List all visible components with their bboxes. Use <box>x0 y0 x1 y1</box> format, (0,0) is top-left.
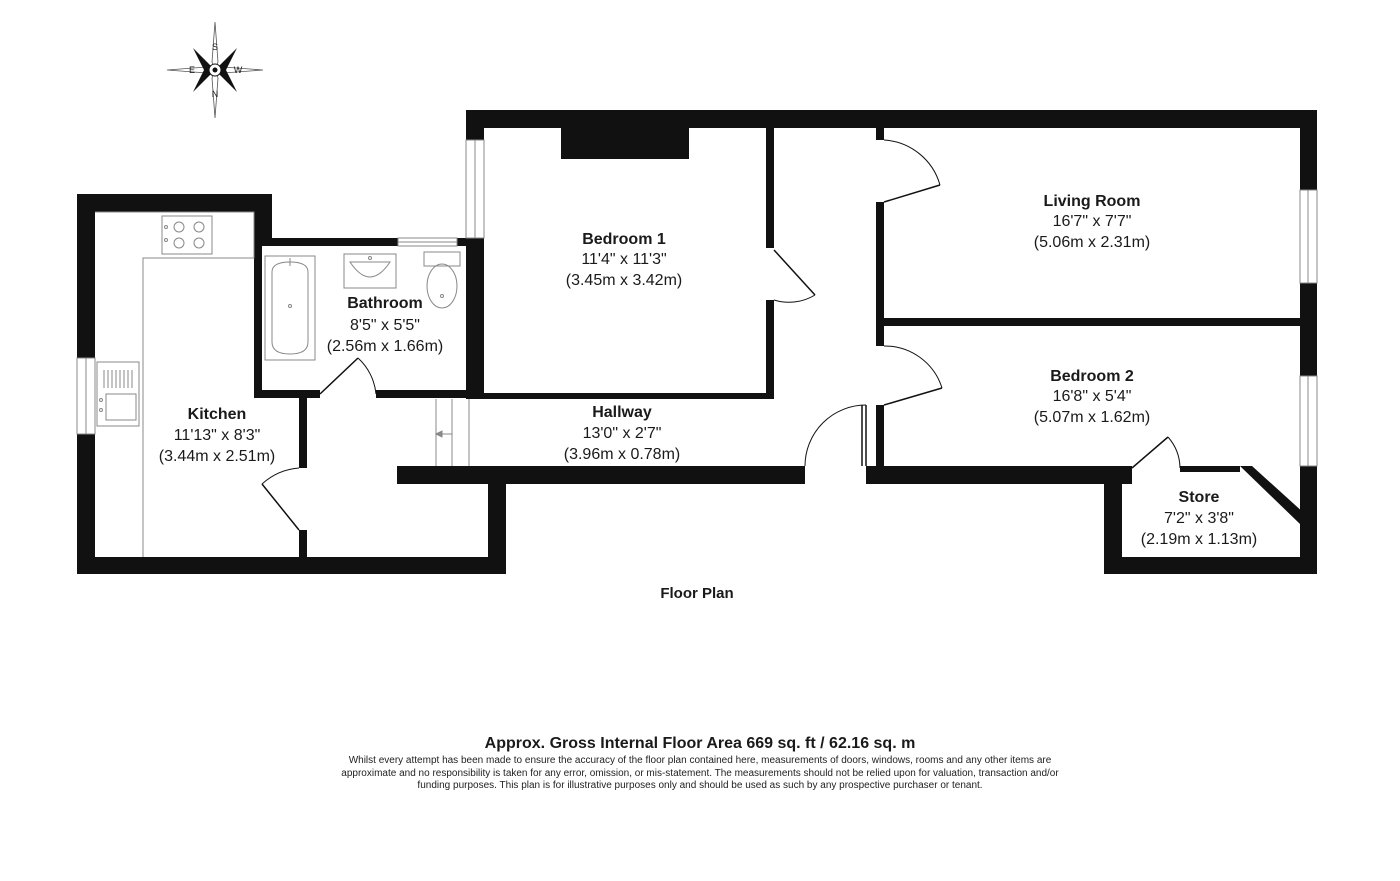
room-name: Hallway <box>592 404 652 421</box>
kitchen-sink-icon <box>96 361 140 427</box>
kitchen-worktop <box>95 211 255 557</box>
room-dim-imperial: 7'2" x 3'8" <box>1164 510 1234 527</box>
room-dim-imperial: 11'4" x 11'3" <box>581 251 666 268</box>
disclaimer-text: Whilst every attempt has been made to en… <box>341 755 1059 791</box>
walls <box>77 110 1317 574</box>
room-name: Bedroom 2 <box>1050 368 1134 385</box>
room-name: Kitchen <box>188 406 247 423</box>
room-label-bedroom2: Bedroom 2 16'8" x 5'4" (5.07m x 1.62m) <box>1034 368 1150 426</box>
room-name: Bedroom 1 <box>582 231 666 248</box>
fixtures <box>95 211 470 557</box>
room-dim-metric: (3.45m x 3.42m) <box>566 272 682 289</box>
room-label-bedroom1: Bedroom 1 11'4" x 11'3" (3.45m x 3.42m) <box>566 231 682 289</box>
compass-icon: S N E W <box>166 21 264 119</box>
hallway-cupboard <box>434 399 470 466</box>
plan-title: Floor Plan <box>660 585 733 602</box>
room-name: Bathroom <box>347 295 423 312</box>
room-dim-metric: (2.19m x 1.13m) <box>1141 531 1257 548</box>
room-dim-metric: (5.07m x 1.62m) <box>1034 409 1150 426</box>
room-label-hallway: Hallway 13'0" x 2'7" (3.96m x 0.78m) <box>564 404 680 463</box>
room-dim-imperial: 11'13" x 8'3" <box>174 427 261 444</box>
room-label-bathroom: Bathroom 8'5" x 5'5" (2.56m x 1.66m) <box>327 295 443 355</box>
door-bathroom <box>319 357 377 395</box>
room-label-store: Store 7'2" x 3'8" (2.19m x 1.13m) <box>1141 489 1257 548</box>
door-entrance <box>804 404 867 467</box>
door-bedroom1 <box>773 249 816 303</box>
room-dim-metric: (3.96m x 0.78m) <box>564 446 680 463</box>
doors <box>261 139 1181 531</box>
basin-icon <box>343 253 397 289</box>
hob-icon <box>161 215 213 255</box>
compass-bottom-letter: N <box>212 89 219 99</box>
compass-right-letter: W <box>234 65 243 75</box>
room-dim-metric: (3.44m x 2.51m) <box>159 448 275 465</box>
door-bedroom2 <box>883 345 943 406</box>
room-name: Store <box>1179 489 1220 506</box>
room-dim-imperial: 16'7" x 7'7" <box>1053 213 1132 230</box>
door-living-room <box>883 139 941 203</box>
room-dim-imperial: 16'8" x 5'4" <box>1053 388 1132 405</box>
room-dim-imperial: 13'0" x 2'7" <box>583 425 662 442</box>
windows <box>76 139 1318 467</box>
bath-icon <box>264 255 316 361</box>
footer: Approx. Gross Internal Floor Area 669 sq… <box>340 735 1060 793</box>
door-store <box>1131 436 1181 469</box>
toilet-icon <box>423 251 461 309</box>
room-dim-metric: (2.56m x 1.66m) <box>327 338 443 355</box>
room-label-living-room: Living Room 16'7" x 7'7" (5.06m x 2.31m) <box>1034 193 1150 251</box>
compass-left-letter: E <box>189 65 195 75</box>
door-kitchen <box>261 467 300 531</box>
room-name: Living Room <box>1044 193 1141 210</box>
room-dim-imperial: 8'5" x 5'5" <box>350 317 420 334</box>
floor-area-text: Approx. Gross Internal Floor Area 669 sq… <box>484 735 916 752</box>
room-label-kitchen: Kitchen 11'13" x 8'3" (3.44m x 2.51m) <box>159 406 275 465</box>
compass-top-letter: S <box>212 42 218 52</box>
room-dim-metric: (5.06m x 2.31m) <box>1034 234 1150 251</box>
